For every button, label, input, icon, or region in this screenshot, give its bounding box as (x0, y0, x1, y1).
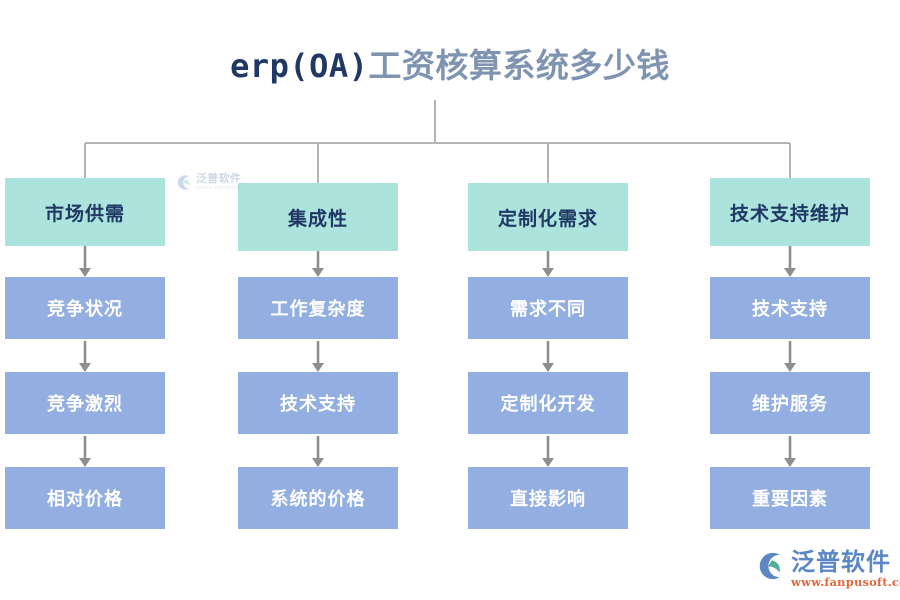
branch-node-2-3[interactable]: 系统的价格 (238, 467, 398, 529)
branch-node-4-2[interactable]: 维护服务 (710, 372, 870, 434)
branch-node-4-1[interactable]: 技术支持 (710, 277, 870, 339)
page-title-prefix: erp(OA) (230, 47, 369, 85)
branch-node-4-3[interactable]: 重要因素 (710, 467, 870, 529)
brand-name: 泛普软件 (791, 548, 891, 576)
fanpu-swoosh-icon (177, 174, 190, 190)
watermark-en: FANPU SOFTWARE (196, 184, 241, 190)
branch-header-1[interactable]: 市场供需 (5, 178, 165, 246)
branch-node-1-3[interactable]: 相对价格 (5, 467, 165, 529)
brand-logo-text: 泛普软件 www.fanpusoft.com (791, 550, 900, 589)
branch-header-4[interactable]: 技术支持维护 (710, 178, 870, 246)
fanpu-swoosh-icon (759, 552, 780, 580)
branch-node-1-1[interactable]: 竞争状况 (5, 277, 165, 339)
branch-node-3-3[interactable]: 直接影响 (468, 467, 628, 529)
brand-url: www.fanpusoft.com (791, 575, 900, 589)
branch-header-2[interactable]: 集成性 (238, 183, 398, 251)
page-title: erp(OA)工资核算系统多少钱 (0, 44, 900, 88)
flow-arrow-heads (79, 268, 796, 467)
branch-node-3-1[interactable]: 需求不同 (468, 277, 628, 339)
branch-header-3[interactable]: 定制化需求 (468, 183, 628, 251)
page-title-suffix: 工资核算系统多少钱 (368, 46, 670, 85)
branch-node-1-2[interactable]: 竞争激烈 (5, 372, 165, 434)
watermark-cn: 泛普软件 (196, 172, 242, 185)
branch-node-2-1[interactable]: 工作复杂度 (238, 277, 398, 339)
branch-node-2-2[interactable]: 技术支持 (238, 372, 398, 434)
brand-logo: 泛普软件 www.fanpusoft.com (756, 550, 900, 589)
branch-node-3-2[interactable]: 定制化开发 (468, 372, 628, 434)
flow-arrows (83, 246, 792, 458)
watermark-text: 泛普软件 FANPU SOFTWARE (196, 172, 242, 190)
